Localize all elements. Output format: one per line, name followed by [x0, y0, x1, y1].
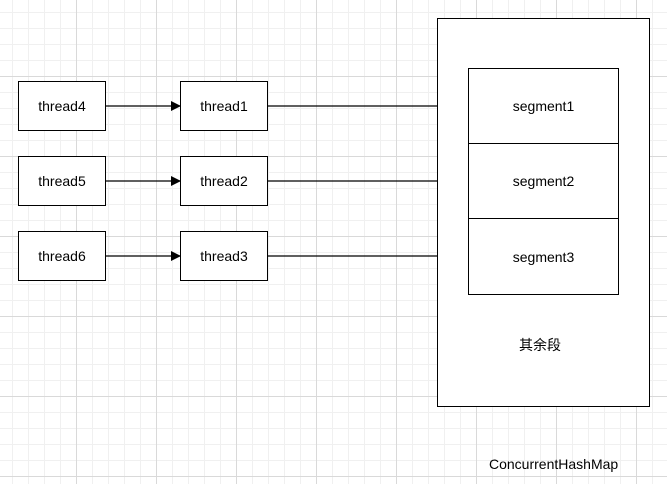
thread1-box[interactable]: thread1: [180, 81, 268, 131]
segment1-label: segment1: [512, 98, 575, 114]
thread5-box[interactable]: thread5: [18, 156, 106, 206]
segment3-box[interactable]: segment3: [468, 218, 619, 295]
segment1-box[interactable]: segment1: [468, 68, 619, 144]
thread5-label: thread5: [38, 173, 86, 189]
thread2-box[interactable]: thread2: [180, 156, 268, 206]
segment2-box[interactable]: segment2: [468, 143, 619, 219]
segment3-label: segment3: [512, 248, 575, 265]
thread6-label: thread6: [38, 248, 86, 264]
segment2-label: segment2: [512, 173, 575, 189]
thread2-label: thread2: [200, 173, 248, 189]
concurrent-hashmap-label: ConcurrentHashMap: [489, 456, 619, 472]
thread4-label: thread4: [38, 98, 86, 114]
rest-segments-label: 其余段: [519, 337, 561, 353]
thread6-box[interactable]: thread6: [18, 231, 106, 281]
thread3-label: thread3: [200, 248, 248, 264]
thread3-box[interactable]: thread3: [180, 231, 268, 281]
thread1-label: thread1: [200, 98, 248, 114]
thread4-box[interactable]: thread4: [18, 81, 106, 131]
